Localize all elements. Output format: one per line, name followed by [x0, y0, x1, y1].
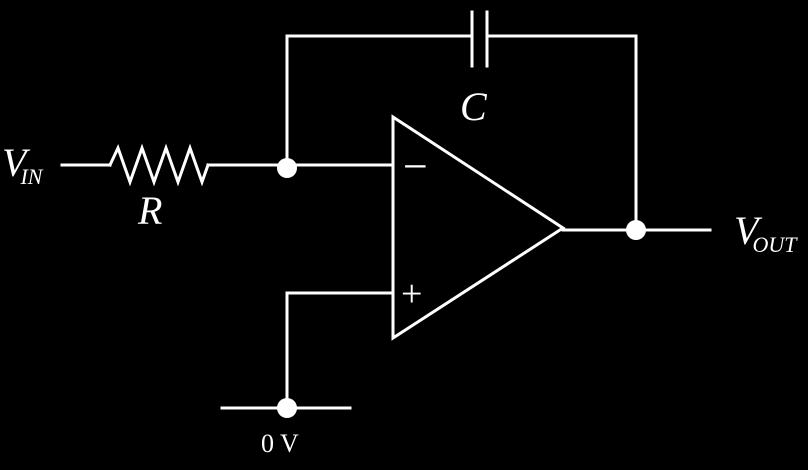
- input-branch: [60, 143, 289, 187]
- feedback-branch: [285, 10, 638, 232]
- feedback-wire-left: [285, 34, 474, 167]
- ground-node: [277, 398, 297, 418]
- resistor-r: [108, 143, 210, 187]
- noninverting-input-wire: [285, 291, 395, 410]
- op-amp: [285, 114, 566, 410]
- input-label: VIN: [2, 140, 44, 189]
- op-amp-triangle: [391, 114, 566, 341]
- output-junction-node: [626, 220, 646, 240]
- ground-label: 0 V: [261, 429, 299, 458]
- capacitor-label: C: [460, 84, 488, 129]
- resistor-label: R: [137, 188, 162, 233]
- noninverting-sign: +: [401, 273, 422, 315]
- inverting-sign: −: [403, 142, 428, 191]
- summing-junction-node: [277, 158, 297, 178]
- feedback-wire-right: [485, 34, 638, 232]
- output-label: VOUT: [734, 208, 798, 257]
